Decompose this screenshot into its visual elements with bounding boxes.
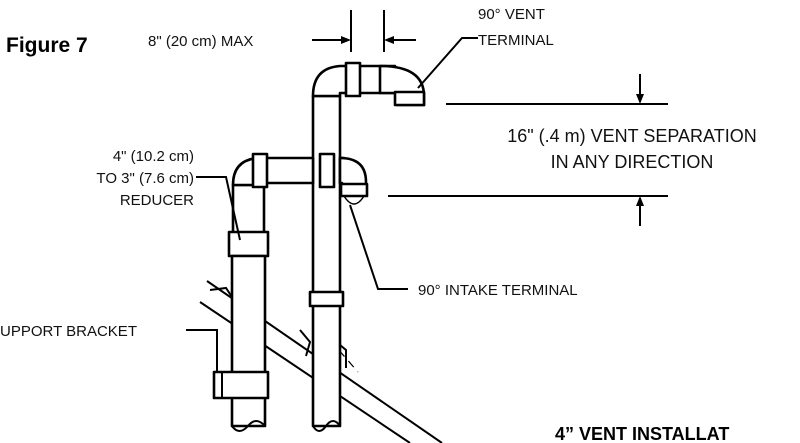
intake-elbow-left — [231, 156, 315, 187]
vent-pipe-coupling — [308, 290, 345, 308]
max-offset-dimension — [312, 10, 416, 52]
vent-terminal-leader — [417, 37, 478, 89]
figure-caption: 4” VENT INSTALLAT — [555, 424, 729, 443]
vent-pipe-riser — [311, 94, 342, 428]
intake-terminal-elbow — [338, 156, 368, 188]
reducer-leader — [196, 176, 241, 241]
vent-pipe-break — [312, 420, 341, 432]
intake-terminal-label: 90° INTAKE TERMINAL — [418, 282, 578, 299]
figure-label: Figure 7 — [6, 34, 88, 57]
vent-terminal-opening — [393, 90, 426, 107]
vent-pipe — [308, 61, 426, 432]
reducer-label-line2: TO 3" (7.6 cm) — [96, 170, 194, 187]
separation-label-line2: IN ANY DIRECTION — [551, 152, 714, 172]
intake-screen — [343, 195, 365, 205]
vent-terminal-label-line1: 90° VENT — [478, 6, 545, 23]
vent-terminal-label-line2: TERMINAL — [478, 32, 554, 49]
vent-elbow-joint — [344, 61, 362, 98]
max-offset-label: 8" (20 cm) MAX — [148, 33, 253, 50]
intake-elbow-joint-right — [318, 152, 336, 189]
separation-label-line1: 16" (.4 m) VENT SEPARATION — [507, 126, 756, 146]
support-bracket-leader — [186, 329, 218, 372]
intake-pipe — [227, 152, 369, 432]
reducer-label-line3: REDUCER — [120, 192, 194, 209]
support-bracket — [212, 370, 270, 400]
separation-dimension — [388, 74, 668, 226]
reducer — [227, 230, 270, 258]
intake-terminal-opening — [339, 182, 369, 198]
intake-pipe-break — [231, 420, 266, 432]
intake-terminal-leader — [349, 204, 408, 290]
reducer-label-line1: 4" (10.2 cm) — [113, 148, 194, 165]
intake-pipe-lower — [230, 254, 267, 428]
support-bracket-label: UPPORT BRACKET — [0, 323, 137, 340]
intake-elbow-joint — [251, 152, 269, 189]
